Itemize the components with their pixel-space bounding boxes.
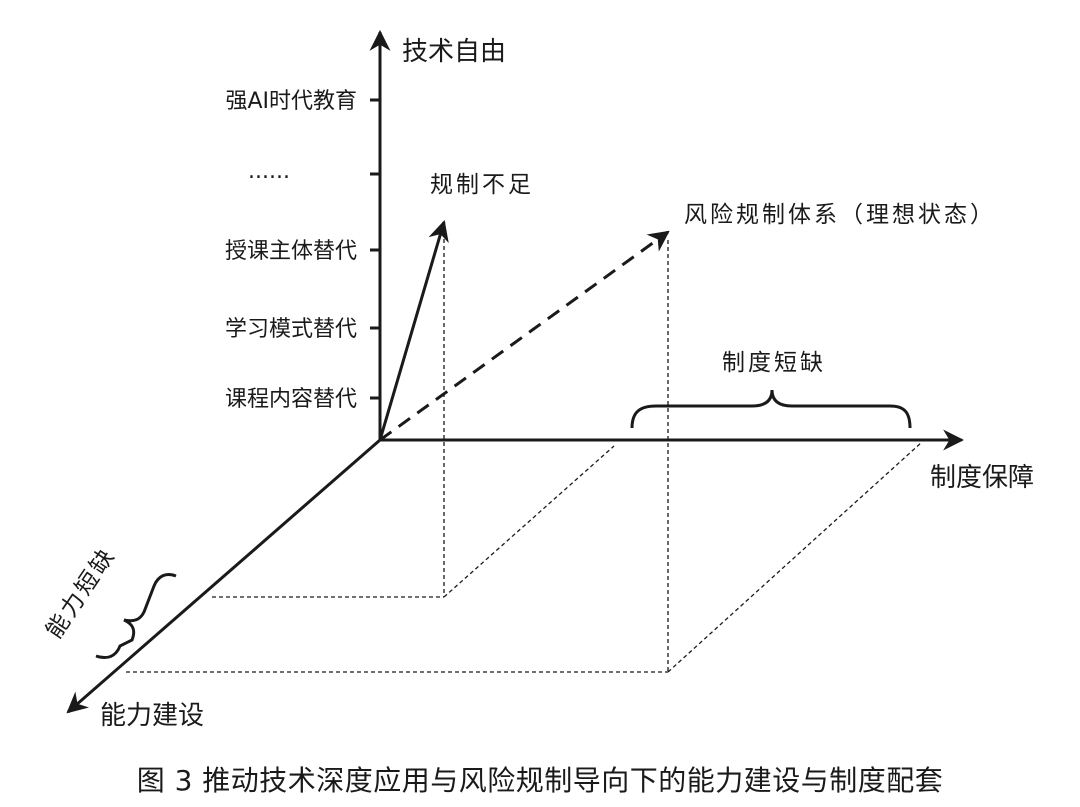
z-axis-line [66,438,381,714]
projection-lines [126,232,923,673]
y-tick-label: 强AI时代教育 [225,89,357,114]
capability-shortage-label: 能力短缺 [41,543,121,644]
ideal-system-vector [379,230,670,442]
regulation-insufficient-label: 规制不足 [430,172,534,198]
regulation-vector [378,219,449,441]
capability-shortage-brace [95,572,177,660]
x-axis-title: 制度保障 [930,463,1034,493]
institution-shortage-label: 制度短缺 [722,350,826,376]
projection-line [443,445,615,598]
y-tick-label: ...... [248,159,290,184]
ideal-system-label: 风险规制体系（理想状态） [684,202,996,228]
figure-caption: 图 3 推动技术深度应用与风险规制导向下的能力建设与制度配套 [137,764,944,797]
z-axis-title: 能力建设 [100,701,204,731]
y-tick-label: 学习模式替代 [225,317,357,342]
institution-shortage-brace [630,389,912,429]
y-axis-title: 技术自由 [402,37,506,67]
y-tick-label: 课程内容替代 [225,387,357,412]
projection-line [667,441,923,673]
y-tick-label: 授课主体替代 [225,239,357,264]
